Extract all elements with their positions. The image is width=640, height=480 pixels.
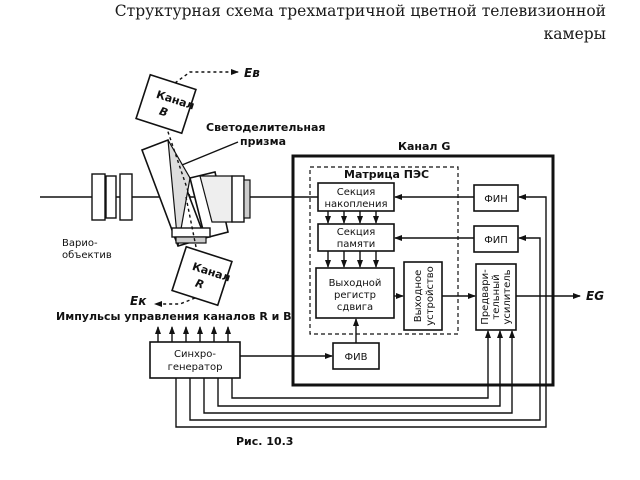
channel-b-box	[135, 73, 197, 135]
matrix-label: Матрица ПЭС	[344, 168, 429, 181]
memory-section-box	[317, 223, 395, 252]
preamp-box	[475, 263, 517, 331]
beam-splitting-prism	[140, 116, 251, 253]
output-device-box	[403, 261, 443, 331]
figure-caption: Рис. 10.3	[236, 435, 293, 448]
preamp-label-1: Предвари-	[480, 269, 491, 325]
channel-b-label-2: B	[158, 105, 170, 120]
prism-pointer	[181, 141, 239, 166]
eb-signal-label: Eв	[244, 66, 260, 80]
sync-generator-label-1: Синхро-	[174, 349, 216, 360]
prism-label-2: призма	[240, 135, 286, 148]
fiv-box	[332, 342, 380, 370]
output-device-label-2: устройство	[425, 266, 436, 326]
storage-section-label-2: накопления	[325, 199, 388, 210]
storage-section-label-1: Секция	[337, 187, 376, 198]
matrix-frame	[309, 166, 459, 335]
transfer-arrows-1	[325, 211, 379, 224]
er-output-line	[154, 297, 196, 307]
output-register-label-2: регистр	[334, 290, 376, 301]
sync-generator-box	[149, 341, 241, 379]
memory-section-label-1: Секция	[337, 227, 376, 238]
channel-g-frame	[291, 154, 555, 387]
sync-generator-label-2: генератор	[168, 362, 223, 373]
transfer-arrows-2	[325, 251, 379, 268]
zoom-lens-label-2: объектив	[62, 250, 112, 261]
output-device-label-1: Выходное	[413, 270, 424, 323]
control-pulses-label: Импульсы управления каналов R и B	[56, 310, 292, 323]
eb-output-line	[174, 69, 239, 84]
sync-routing-lines	[175, 194, 547, 428]
channel-r-label-2: R	[194, 277, 206, 292]
page-title-continuation: камеры	[543, 25, 606, 43]
output-register-label-1: Выходной	[329, 278, 382, 289]
er-signal-label: Eк	[130, 294, 147, 308]
memory-section-label-2: памяти	[337, 239, 376, 250]
fip-label: ФИП	[484, 235, 508, 246]
page-title: Структурная схема трехматричной цветной …	[114, 2, 606, 20]
control-pulse-arrows	[155, 326, 231, 342]
zoom-lens-label-1: Варио-	[62, 238, 98, 249]
zoom-lens	[91, 173, 133, 221]
preamp-label-3: усилитель	[502, 269, 513, 324]
output-register-label-3: сдвига	[337, 302, 373, 313]
preamp-label-2: тельный	[491, 274, 502, 319]
storage-section-box	[317, 182, 395, 212]
channel-g-label: Канал G	[398, 140, 450, 153]
fin-label: ФИН	[484, 194, 508, 205]
fip-box	[473, 225, 519, 253]
prism-label-1: Светоделительная	[206, 121, 325, 134]
output-register-box	[315, 267, 395, 319]
fiv-label: ФИВ	[345, 352, 368, 363]
eg-signal-label: EG	[586, 289, 604, 303]
